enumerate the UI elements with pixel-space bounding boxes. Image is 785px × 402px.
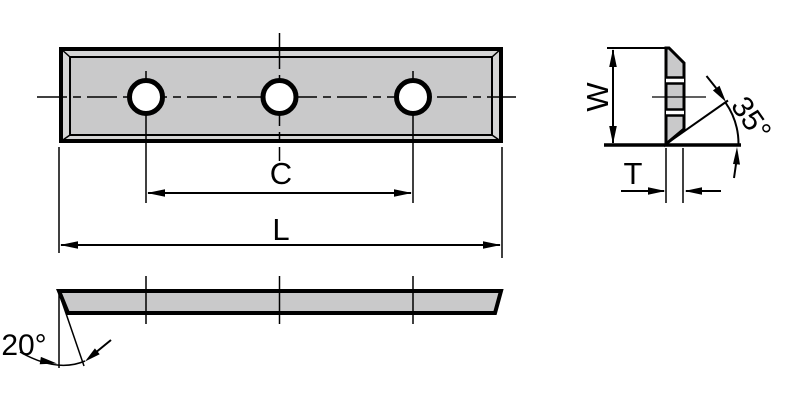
dim-w-label: W [580, 82, 615, 112]
relief-angle-arc [19, 351, 86, 367]
chamfer-corner-lines [59, 47, 503, 143]
hole-cross-sections [664, 76, 686, 117]
dim-t-label: T [624, 156, 643, 191]
dim-c-label: C [270, 156, 292, 191]
front-view: C L [37, 33, 516, 258]
dimension-relief-angle: 20° [1, 292, 112, 368]
mounting-hole-2 [260, 78, 299, 116]
relief-edge-line [58, 292, 85, 367]
mounting-hole-1 [127, 78, 165, 116]
mounting-hole-3 [394, 78, 432, 116]
bevel-angle-arc [724, 101, 740, 145]
dim-l-label: L [272, 212, 289, 247]
insert-side-profile [664, 46, 686, 148]
bevel-angle-ray [665, 99, 729, 145]
dimension-t: T [621, 148, 721, 203]
side-view: W 35° [580, 46, 777, 203]
dimension-w: W [580, 49, 617, 144]
relief-angle-label: 20° [1, 329, 46, 362]
bottom-view: 20° [1, 276, 504, 368]
bevel-angle-label: 35° [724, 91, 777, 147]
dimension-l: L [58, 147, 503, 258]
dimension-c: C [147, 156, 412, 197]
